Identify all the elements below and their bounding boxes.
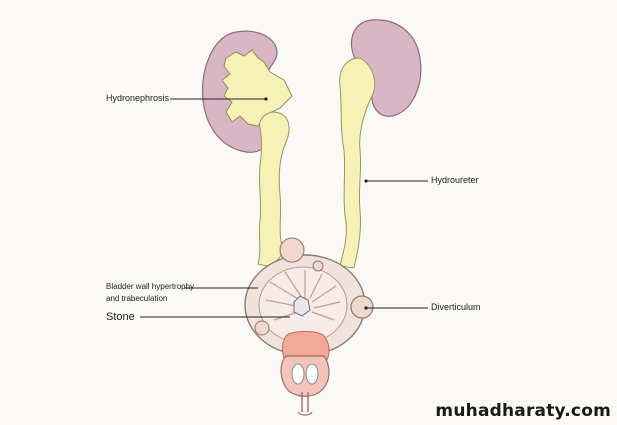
bladder-wall-label-line2: and trabeculation	[106, 294, 168, 303]
right-ureter	[339, 57, 376, 269]
dilated-renal-pelvis	[221, 49, 293, 127]
stone-label: Stone	[106, 311, 135, 323]
bladder-stone	[293, 295, 311, 317]
right-kidney	[350, 19, 422, 117]
leader-lines	[140, 98, 428, 318]
hydroureter-label: Hydroureter	[431, 175, 479, 185]
diverticulum-label: Diverticulum	[431, 302, 481, 312]
prostate	[280, 331, 330, 416]
watermark: muhadharaty.com	[435, 401, 611, 421]
diverticulum-pouch	[350, 295, 374, 319]
hydronephrosis-label: Hydronephrosis	[106, 93, 170, 103]
left-ureter	[257, 111, 290, 267]
bladder-wall-label-line1: Bladder wall hypertrophy	[106, 282, 195, 291]
